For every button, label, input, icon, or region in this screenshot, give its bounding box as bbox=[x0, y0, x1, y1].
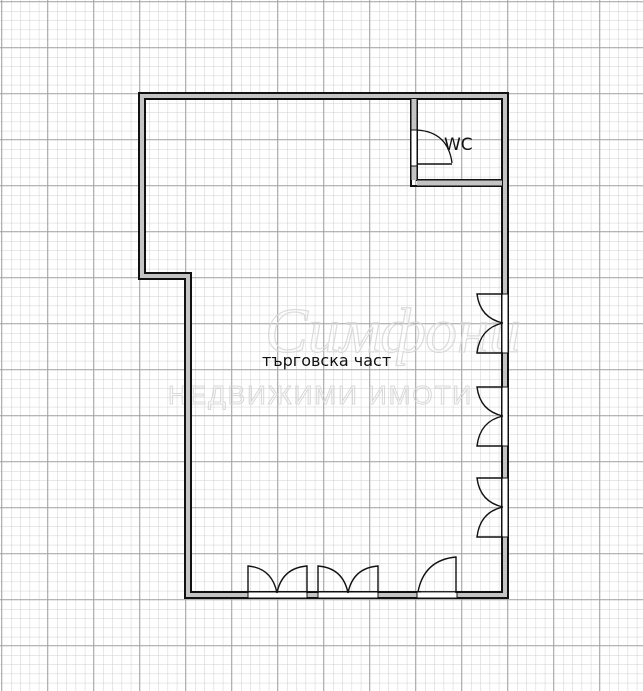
room-label-retail: търговска част bbox=[262, 351, 391, 370]
watermark: Симфони НЕДВИЖИМИ ИМОТИ bbox=[168, 294, 522, 410]
wc-door bbox=[410, 129, 453, 167]
watermark-subtitle: НЕДВИЖИМИ ИМОТИ bbox=[168, 380, 473, 410]
room-label-wc: WC bbox=[444, 135, 473, 155]
watermark-script: Симфони bbox=[265, 295, 521, 366]
right-wall-doors bbox=[476, 293, 509, 538]
bottom-wall-doors bbox=[247, 556, 458, 599]
